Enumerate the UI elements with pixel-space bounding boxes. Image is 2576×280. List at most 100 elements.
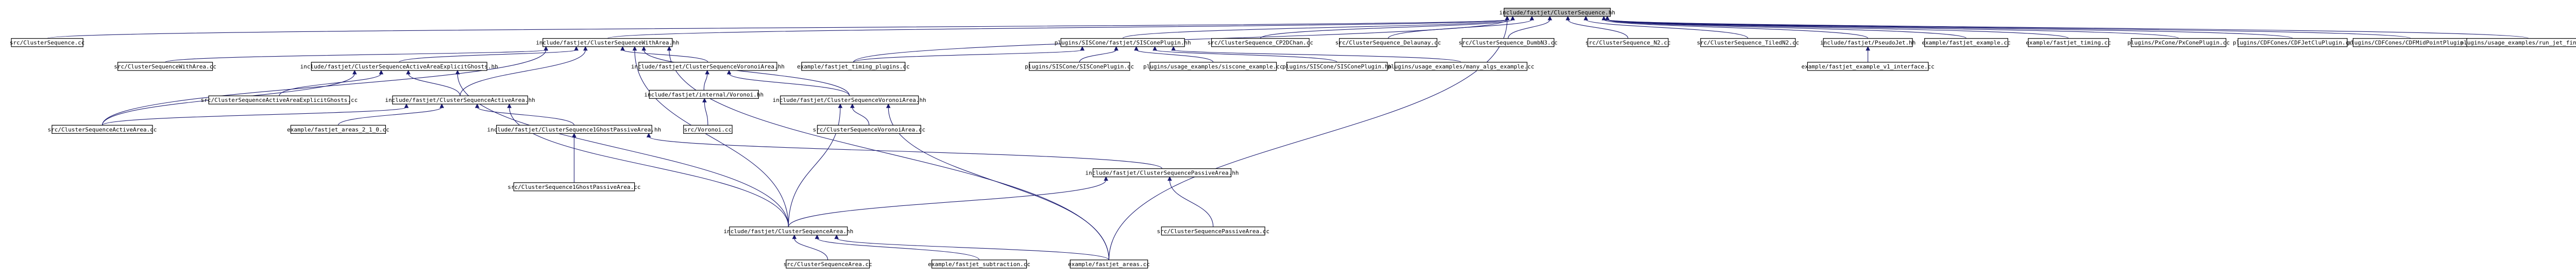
graph-node[interactable]: plugins/usage_examples/run_jet_finder.cc [2460, 38, 2576, 47]
node-box [1149, 62, 1277, 71]
graph-node[interactable]: example/fastjet_example.cc [1922, 38, 2011, 47]
graph-node[interactable]: include/fastjet/internal/Voronoi.hh [644, 90, 764, 99]
graph-node[interactable]: example/fastjet_example_v1_interface.cc [1801, 62, 1935, 71]
graph-node[interactable]: include/fastjet/ClusterSequenceActiveAre… [300, 62, 498, 71]
edge-arrowhead [1601, 15, 1606, 21]
graph-node[interactable]: include/fastjet/ClusterSequenceVoronoiAr… [773, 95, 926, 104]
edge-arrowhead [1583, 15, 1588, 21]
graph-node[interactable]: plugins/usage_examples/siscone_example.c… [1143, 62, 1283, 71]
edge-arrowhead [667, 46, 672, 51]
node-label: include/fastjet/ClusterSequenceArea.hh [724, 228, 854, 235]
node-box [1029, 62, 1130, 71]
node-box [1462, 38, 1554, 47]
node-box [2466, 38, 2576, 47]
graph-node[interactable]: include/fastjet/ClusterSequenceActiveAre… [385, 95, 535, 104]
graph-node[interactable]: src/ClusterSequenceActiveAreaExplicitGho… [201, 95, 358, 104]
node-label: src/ClusterSequenceActiveAreaExplicitGho… [201, 97, 358, 103]
graph-node[interactable]: example/fastjet_areas_2_1_0.cc [287, 125, 389, 134]
node-box [817, 125, 921, 134]
graph-node[interactable]: plugins/CDFCones/CDFMidPointPlugin.cc [2347, 38, 2473, 47]
node-label: src/ClusterSequence1GhostPassiveArea.cc [507, 184, 640, 190]
node-box [780, 95, 919, 104]
graph-edge [1607, 19, 1967, 39]
graph-node[interactable]: src/ClusterSequenceWithArea.cc [114, 62, 216, 71]
graph-node[interactable]: src/ClusterSequenceVoronoiArea.cc [813, 125, 926, 134]
node-label: src/ClusterSequenceActiveArea.cc [47, 126, 157, 133]
graph-edge [1169, 180, 1214, 227]
graph-node[interactable]: example/fastjet_timing.cc [2026, 38, 2111, 47]
node-box [1394, 62, 1528, 71]
graph-node[interactable]: example/fastjet_subtraction.cc [928, 259, 1030, 269]
node-box [52, 125, 153, 134]
edge-arrowhead [572, 133, 577, 137]
node-box [1338, 38, 1437, 47]
edge-arrowhead [792, 234, 797, 239]
graph-node[interactable]: example/fastjet_timing_plugins.cc [797, 62, 910, 71]
node-box [1070, 259, 1148, 269]
node-box [290, 125, 386, 134]
edge-arrowhead [1104, 176, 1109, 181]
graph-edge [399, 49, 577, 63]
graph-node[interactable]: plugins/SISCone/SISConePlugin.cc [1025, 62, 1134, 71]
node-label: src/ClusterSequence_TiledN2.cc [1697, 40, 1799, 46]
graph-edge [477, 107, 574, 126]
graph-edge [1567, 19, 1629, 39]
graph-node[interactable]: src/ClusterSequence.cc [10, 38, 85, 47]
graph-node[interactable]: src/ClusterSequence_N2.cc [1585, 38, 1671, 47]
edge-arrowhead [352, 69, 357, 75]
graph-node[interactable]: include/fastjet/ClusterSequenceArea.hh [724, 226, 854, 236]
edge-arrowhead [1114, 46, 1118, 51]
graph-node[interactable]: plugins/usage_examples/many_algs_example… [1387, 62, 1534, 71]
graph-edge [634, 49, 789, 227]
graph-node[interactable]: include/fastjet/PseudoJet.hh [1820, 38, 1916, 47]
graph-node[interactable]: plugins/PxCone/PxConePlugin.cc [2127, 38, 2230, 47]
edge-arrowhead [1547, 15, 1552, 21]
graph-edge [1122, 19, 1507, 39]
graph-edge [1607, 19, 2529, 39]
graph-edge [1507, 19, 1550, 39]
graph-edge [47, 19, 1507, 39]
node-label: include/fastjet/ClusterSequence1GhostPas… [487, 126, 662, 133]
graph-edges [47, 15, 2529, 260]
graph-node[interactable]: include/fastjet/ClusterSequence1GhostPas… [487, 125, 662, 134]
node-box [11, 38, 83, 47]
graph-node[interactable]: include/fastjet/ClusterSequencePassiveAr… [1085, 168, 1239, 178]
node-box [543, 38, 673, 47]
node-label: src/ClusterSequence_Delaunay.cc [1335, 40, 1441, 46]
node-box [786, 259, 870, 269]
edge-arrowhead [544, 46, 548, 51]
graph-node[interactable]: src/ClusterSequence_CP2DChan.cc [1208, 38, 1313, 47]
graph-node[interactable]: plugins/SISCone/fastjet/SISConePlugin.hh [1055, 38, 1191, 47]
edge-arrowhead [702, 98, 707, 102]
graph-node[interactable]: include/fastjet/ClusterSequenceWithArea.… [536, 38, 679, 47]
node-box [1700, 38, 1796, 47]
graph-edge [1260, 19, 1513, 39]
edge-arrowhead [838, 103, 843, 108]
node-label: src/ClusterSequenceWithArea.cc [114, 63, 216, 70]
graph-node[interactable]: plugins/SISCone/SISConePlugin.hh [1282, 62, 1392, 71]
graph-node[interactable]: src/ClusterSequenceArea.cc [784, 259, 872, 269]
graph-edge [817, 238, 980, 260]
graph-node[interactable]: src/Voronoi.cc [683, 125, 733, 134]
graph-edge [101, 107, 407, 126]
graph-node[interactable]: src/ClusterSequenceActiveArea.cc [47, 125, 157, 134]
graph-edge [1607, 19, 2069, 39]
graph-edge [703, 73, 708, 91]
graph-node[interactable]: plugins/CDFCones/CDFJetCluPlugin.cc [2233, 38, 2352, 47]
node-box [2028, 38, 2109, 47]
edge-arrowhead [404, 103, 409, 108]
node-box [801, 62, 906, 71]
root-node[interactable]: include/fastjet/ClusterSequence.hh [1499, 8, 1615, 17]
graph-edge [1173, 49, 1462, 63]
graph-node[interactable]: src/ClusterSequence_Delaunay.cc [1335, 38, 1441, 47]
graph-node[interactable]: src/ClusterSequence_DumbN3.cc [1459, 38, 1557, 47]
edge-arrowhead [439, 103, 444, 108]
graph-node[interactable]: src/ClusterSequence_TiledN2.cc [1697, 38, 1799, 47]
graph-edge [648, 136, 1163, 169]
graph-node[interactable]: example/fastjet_areas.cc [1068, 259, 1150, 269]
node-box [208, 95, 350, 104]
graph-node[interactable]: src/ClusterSequence1GhostPassiveArea.cc [507, 182, 641, 191]
graph-node[interactable]: src/ClusterSequencePassiveArea.cc [1157, 226, 1269, 236]
graph-edge [279, 73, 382, 96]
graph-node[interactable]: include/fastjet/ClusterSequenceVoronoiAr… [631, 62, 785, 71]
